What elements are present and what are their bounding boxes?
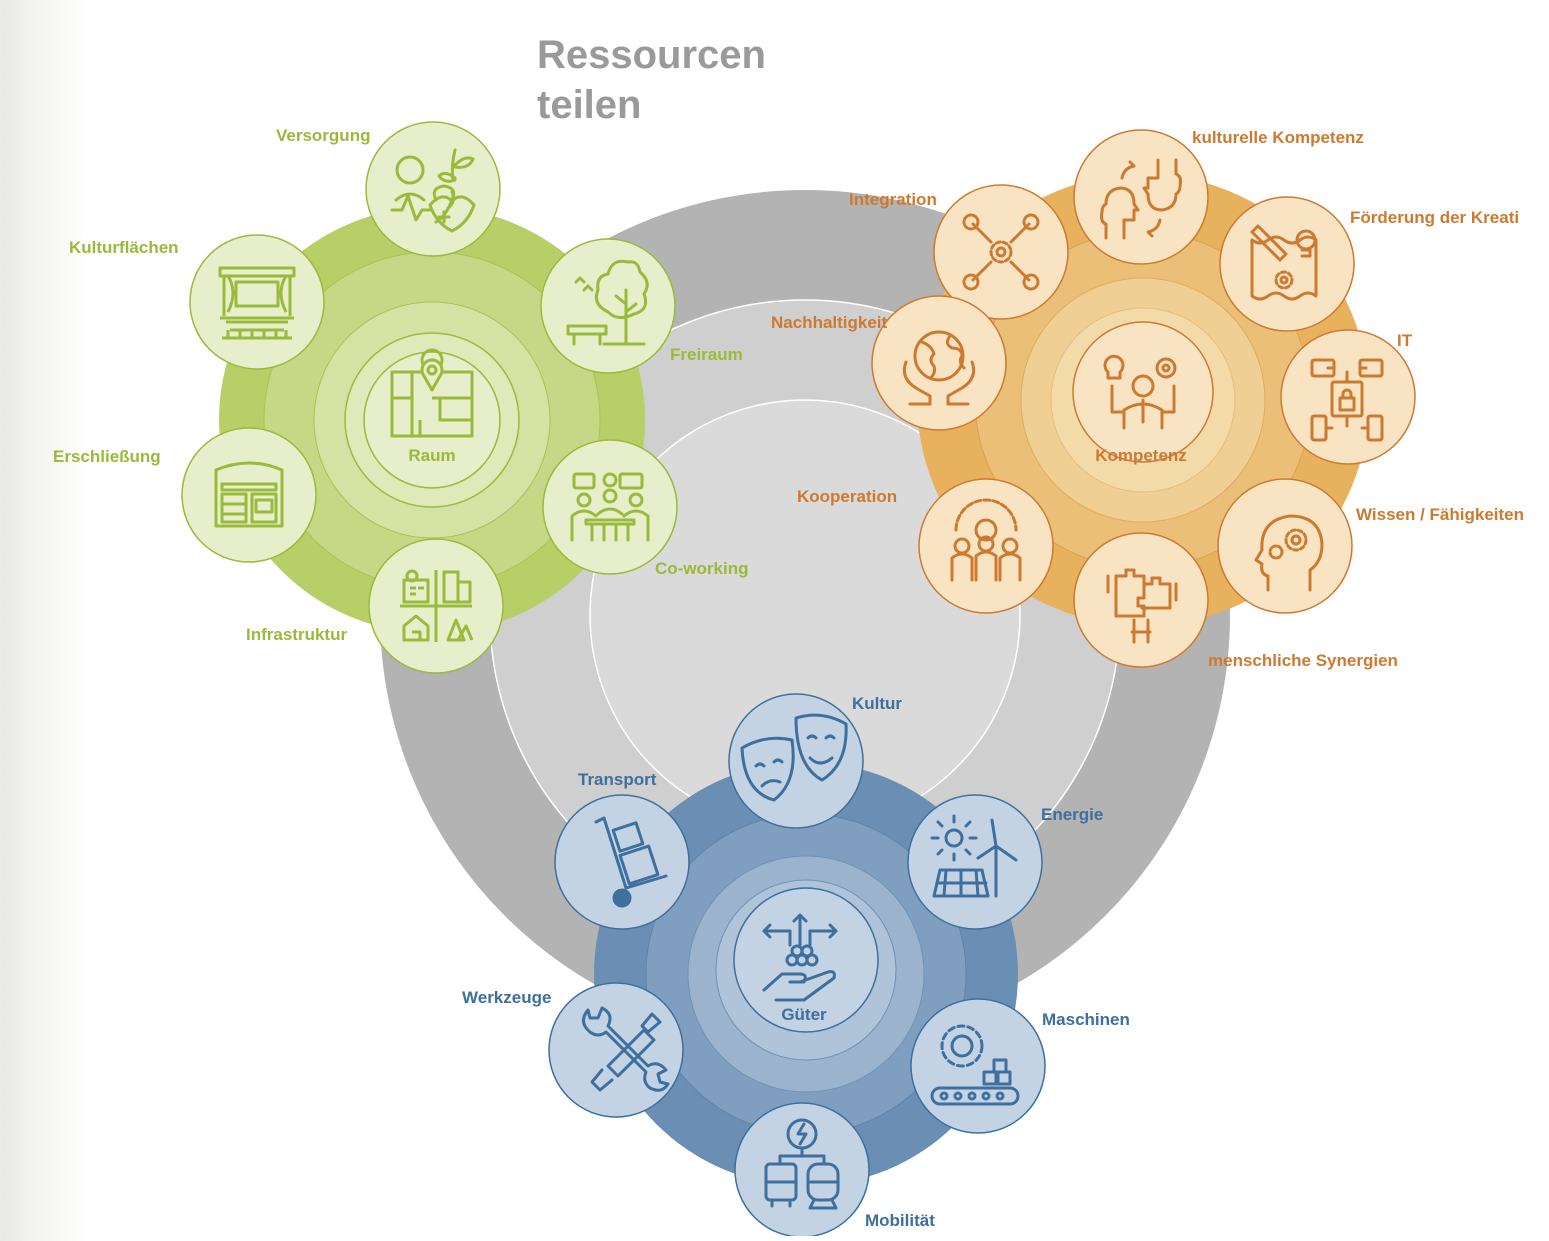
maschinen-node xyxy=(910,998,1046,1134)
label-nachhaltigkeit: Nachhaltigkeit xyxy=(771,313,888,332)
nachhaltigkeit-node xyxy=(871,295,1007,431)
label-wissen: Wissen / Fähigkeiten xyxy=(1356,505,1524,524)
meeting-table-icon xyxy=(570,472,650,542)
infrastruktur-node xyxy=(368,538,504,674)
label-versorgung: Versorgung xyxy=(276,126,371,145)
label-kultur: Kultur xyxy=(852,694,903,713)
health-care-icon xyxy=(390,148,476,233)
label-integration: Integration xyxy=(849,190,937,209)
freiraum-node xyxy=(540,238,676,374)
theater-masks-icon xyxy=(740,713,848,802)
label-energie: Energie xyxy=(1041,805,1104,824)
globe-hands-icon xyxy=(902,330,976,406)
foerderung-node xyxy=(1219,196,1355,332)
erschliessung-node xyxy=(181,427,317,563)
production-machine-icon xyxy=(930,1024,1020,1106)
map-pin-icon xyxy=(390,348,474,438)
raum-cluster xyxy=(219,207,645,633)
title-line-2: teilen xyxy=(537,83,642,127)
integration-node xyxy=(933,184,1069,320)
label-foerderung: Förderung der Kreati xyxy=(1350,208,1520,227)
transport-node xyxy=(554,794,690,930)
cultural-exchange-icon xyxy=(1100,158,1182,240)
kooperation-node xyxy=(918,478,1054,614)
werkzeuge-node xyxy=(548,982,684,1118)
puzzle-hands-icon xyxy=(1106,568,1178,644)
label-kooperation: Kooperation xyxy=(797,487,898,506)
versorgung-node xyxy=(365,121,501,257)
creative-plan-icon xyxy=(1250,224,1318,301)
label-transport: Transport xyxy=(578,770,657,789)
title-line-1: Ressourcen xyxy=(537,33,766,77)
public-transport-icon xyxy=(764,1118,840,1210)
energie-node xyxy=(907,794,1043,930)
kulturflaechen-node xyxy=(189,234,325,370)
label-infrastruktur: Infrastruktur xyxy=(246,625,348,644)
hub-label-gueter: Güter xyxy=(781,1005,827,1024)
label-mobilitaet: Mobilität xyxy=(865,1211,935,1230)
label-it: IT xyxy=(1397,331,1413,350)
tools-icon xyxy=(582,1006,670,1092)
label-freiraum: Freiraum xyxy=(670,345,743,364)
hand-truck-icon xyxy=(594,816,668,908)
hub-label-raum: Raum xyxy=(408,446,456,465)
team-cooperation-icon xyxy=(950,498,1022,582)
goods-distribution-icon xyxy=(762,913,838,1002)
label-maschinen: Maschinen xyxy=(1042,1010,1130,1029)
wissen-node xyxy=(1217,478,1353,614)
label-erschliessung: Erschließung xyxy=(53,447,161,466)
label-kulturflaechen: Kulturflächen xyxy=(69,238,179,257)
theater-stage-icon xyxy=(218,266,296,340)
label-kulturelle-kompetenz: kulturelle Kompetenz xyxy=(1192,128,1364,147)
hub-label-kompetenz: Kompetenz xyxy=(1095,446,1187,465)
park-tree-icon xyxy=(566,259,649,346)
synergien-node xyxy=(1073,532,1209,668)
label-coworking: Co-working xyxy=(655,559,749,578)
renewable-energy-icon xyxy=(930,814,1018,898)
kultur-node xyxy=(728,693,864,829)
coworking-node xyxy=(542,439,678,575)
diagram-title: Ressourcen teilen xyxy=(537,30,766,130)
it-security-icon xyxy=(1310,358,1384,442)
brain-gears-icon xyxy=(1254,514,1324,592)
city-infrastructure-icon xyxy=(400,569,474,642)
network-gears-icon xyxy=(962,213,1040,291)
kulturelle-kompetenz-node xyxy=(1073,129,1209,265)
label-werkzeuge: Werkzeuge xyxy=(462,988,552,1007)
it-node xyxy=(1280,329,1416,465)
person-ideas-icon xyxy=(1103,354,1177,430)
building-gate-icon xyxy=(214,461,284,528)
label-synergien: menschliche Synergien xyxy=(1208,651,1398,670)
mobilitaet-node xyxy=(734,1102,870,1238)
